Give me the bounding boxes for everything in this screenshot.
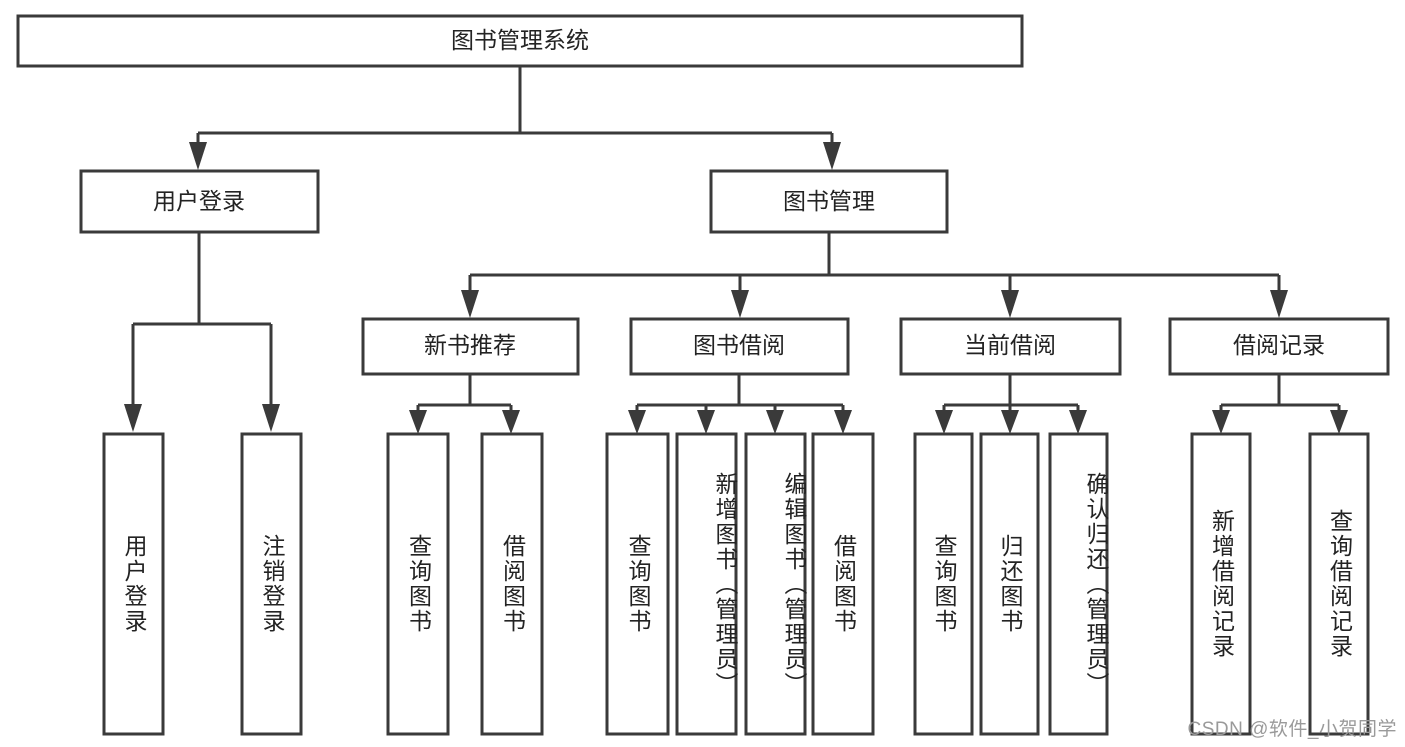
arrow-head-icon	[731, 290, 749, 318]
connector-current-borrow-to-leaves	[935, 374, 1087, 434]
leaf-box-query-book-1[interactable]	[386, 432, 450, 736]
node-new-book-recommend-box[interactable]	[361, 317, 580, 376]
connector-user-login-to-leaves	[124, 232, 280, 432]
arrow-head-icon	[766, 410, 784, 434]
node-user-login-label: 用户登录	[153, 188, 245, 214]
arrow-head-icon	[1270, 290, 1288, 318]
leaf-box-add-book-admin[interactable]	[675, 432, 738, 736]
csdn-watermark: CSDN @软件_小贺同学	[1187, 719, 1397, 740]
arrow-head-icon	[935, 410, 953, 434]
arrow-head-icon	[262, 404, 280, 432]
leaf-box-logout[interactable]	[240, 432, 303, 736]
node-book-management[interactable]: 图书管理	[709, 169, 949, 234]
leaf-box-add-borrow-record[interactable]	[1190, 432, 1252, 736]
arrow-head-icon	[124, 404, 142, 432]
arrow-head-icon	[823, 142, 841, 170]
node-new-book-recommend-label: 新书推荐	[424, 332, 516, 358]
node-borrow-record[interactable]: 借阅记录	[1168, 317, 1390, 376]
node-current-borrow-label: 当前借阅	[964, 332, 1056, 358]
node-root[interactable]: 图书管理系统	[16, 14, 1024, 68]
leaf-box-query-book-2[interactable]	[605, 432, 670, 736]
arrow-head-icon	[409, 410, 427, 434]
node-root-label: 图书管理系统	[451, 27, 589, 53]
arrow-head-icon	[1001, 290, 1019, 318]
arrow-head-icon	[189, 142, 207, 170]
node-book-management-label: 图书管理	[783, 188, 875, 214]
arrow-head-icon	[461, 290, 479, 318]
arrow-head-icon	[502, 410, 520, 434]
node-borrow-record-label: 借阅记录	[1233, 332, 1325, 358]
node-book-borrow-label: 图书借阅	[693, 332, 785, 358]
leaf-box-query-book-3[interactable]	[913, 432, 974, 736]
arrow-head-icon	[1330, 410, 1348, 434]
node-book-borrow[interactable]: 图书借阅	[629, 317, 850, 376]
node-user-login-box[interactable]	[79, 169, 320, 234]
leaf-box-borrow-book-1[interactable]	[480, 432, 544, 736]
connector-new-book-recommend-to-leaves	[409, 374, 520, 434]
node-root-box[interactable]	[16, 14, 1024, 68]
arrow-head-icon	[1212, 410, 1230, 434]
arrow-head-icon	[628, 410, 646, 434]
leaf-box-return-book[interactable]	[979, 432, 1040, 736]
arrow-head-icon	[1069, 410, 1087, 434]
leaf-box-edit-book-admin[interactable]	[744, 432, 807, 736]
leaf-box-user-login[interactable]	[102, 432, 165, 736]
leaf-box-borrow-book-2[interactable]	[811, 432, 875, 736]
arrow-head-icon	[1001, 410, 1019, 434]
arrow-head-icon	[697, 410, 715, 434]
node-current-borrow-box[interactable]	[899, 317, 1122, 376]
leaf-box-query-borrow-record[interactable]	[1308, 432, 1370, 736]
arrow-head-icon	[834, 410, 852, 434]
connector-book-management-to-level3	[461, 232, 1288, 318]
node-user-login[interactable]: 用户登录	[79, 169, 320, 234]
connector-borrow-record-to-leaves	[1212, 374, 1348, 434]
node-current-borrow[interactable]: 当前借阅	[899, 317, 1122, 376]
leaf-box-confirm-return-admin[interactable]	[1048, 432, 1109, 736]
connector-root-to-level2	[189, 66, 841, 170]
node-new-book-recommend[interactable]: 新书推荐	[361, 317, 580, 376]
connector-book-borrow-to-leaves	[628, 374, 852, 434]
